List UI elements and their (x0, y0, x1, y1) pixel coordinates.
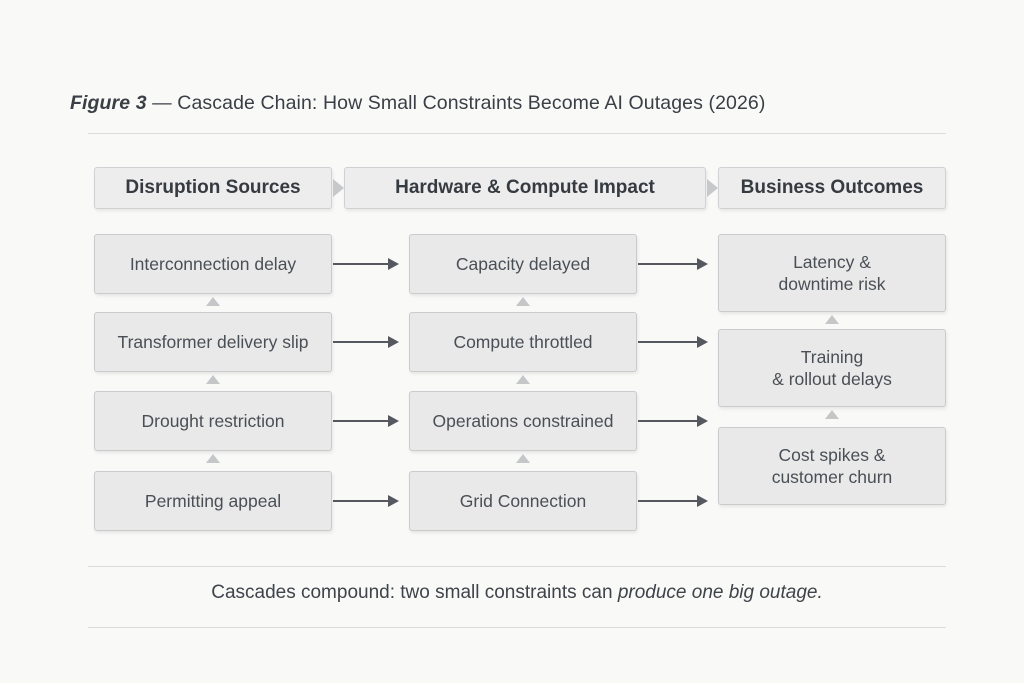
figure-number: Figure 3 (70, 92, 147, 114)
arrow-source1-to-impact1 (333, 263, 397, 265)
node-business-outcome-2[interactable]: Training & rollout delays (718, 329, 946, 407)
node-hardware-impact-1[interactable]: Capacity delayed (409, 234, 637, 294)
column-header-business-outcomes: Business Outcomes (718, 167, 946, 209)
outcome-2-line-1: Training (800, 346, 864, 367)
node-business-outcome-1[interactable]: Latency & downtime risk (718, 234, 946, 312)
arrow-source2-to-impact2 (333, 341, 397, 343)
cascade-tick-col2-3 (516, 454, 530, 463)
node-disruption-source-2[interactable]: Transformer delivery slip (94, 312, 332, 372)
header-connector-icon-1 (333, 179, 344, 197)
node-disruption-source-1[interactable]: Interconnection delay (94, 234, 332, 294)
outcome-2-line-2: & rollout delays (772, 369, 892, 389)
figure-title: Figure 3 — Cascade Chain: How Small Cons… (70, 92, 765, 115)
caption-lead: Cascades compound: two small constraints… (211, 582, 618, 603)
column-header-hardware-compute-impact: Hardware & Compute Impact (344, 167, 706, 209)
divider-top (88, 133, 946, 134)
node-business-outcome-3-text: Cost spikes & customer churn (772, 444, 893, 489)
figure-caption: Cascades compound: two small constraints… (88, 582, 946, 604)
cascade-tick-col3-2 (825, 410, 839, 419)
divider-bottom (88, 627, 946, 628)
node-hardware-impact-2[interactable]: Compute throttled (409, 312, 637, 372)
caption-emphasis: produce one big outage. (617, 582, 823, 603)
figure-title-text: Cascade Chain: How Small Constraints Bec… (177, 92, 703, 114)
header-connector-icon-2 (707, 179, 718, 197)
cascade-tick-col1-1 (206, 297, 220, 306)
node-business-outcome-1-text: Latency & downtime risk (779, 251, 886, 296)
divider-above-caption (88, 566, 946, 567)
node-disruption-source-4[interactable]: Permitting appeal (94, 471, 332, 531)
outcome-1-line-1: Latency & (793, 251, 871, 272)
cascade-tick-col1-2 (206, 375, 220, 384)
outcome-3-line-2: customer churn (771, 467, 893, 487)
node-business-outcome-3[interactable]: Cost spikes & customer churn (718, 427, 946, 505)
figure-year: (2026) (702, 92, 766, 114)
node-hardware-impact-4[interactable]: Grid Connection (409, 471, 637, 531)
node-disruption-source-3[interactable]: Drought restriction (94, 391, 332, 451)
cascade-tick-col2-1 (516, 297, 530, 306)
cascade-tick-col1-3 (206, 454, 220, 463)
arrow-source4-to-impact4 (333, 500, 397, 502)
node-business-outcome-2-text: Training & rollout delays (772, 346, 892, 391)
arrow-source3-to-impact3 (333, 420, 397, 422)
cascade-tick-col2-2 (516, 375, 530, 384)
cascade-tick-col3-1 (825, 315, 839, 324)
arrow-impact3-to-outcome2b (638, 420, 706, 422)
arrow-impact4-to-outcome3 (638, 500, 706, 502)
figure-title-dash: — (146, 92, 178, 114)
arrow-impact2-to-outcome2 (638, 341, 706, 343)
column-header-disruption-sources: Disruption Sources (94, 167, 332, 209)
outcome-1-line-2: downtime risk (778, 274, 886, 294)
node-hardware-impact-3[interactable]: Operations constrained (409, 391, 637, 451)
arrow-impact1-to-outcome1 (638, 263, 706, 265)
outcome-3-line-1: Cost spikes & (778, 444, 886, 465)
